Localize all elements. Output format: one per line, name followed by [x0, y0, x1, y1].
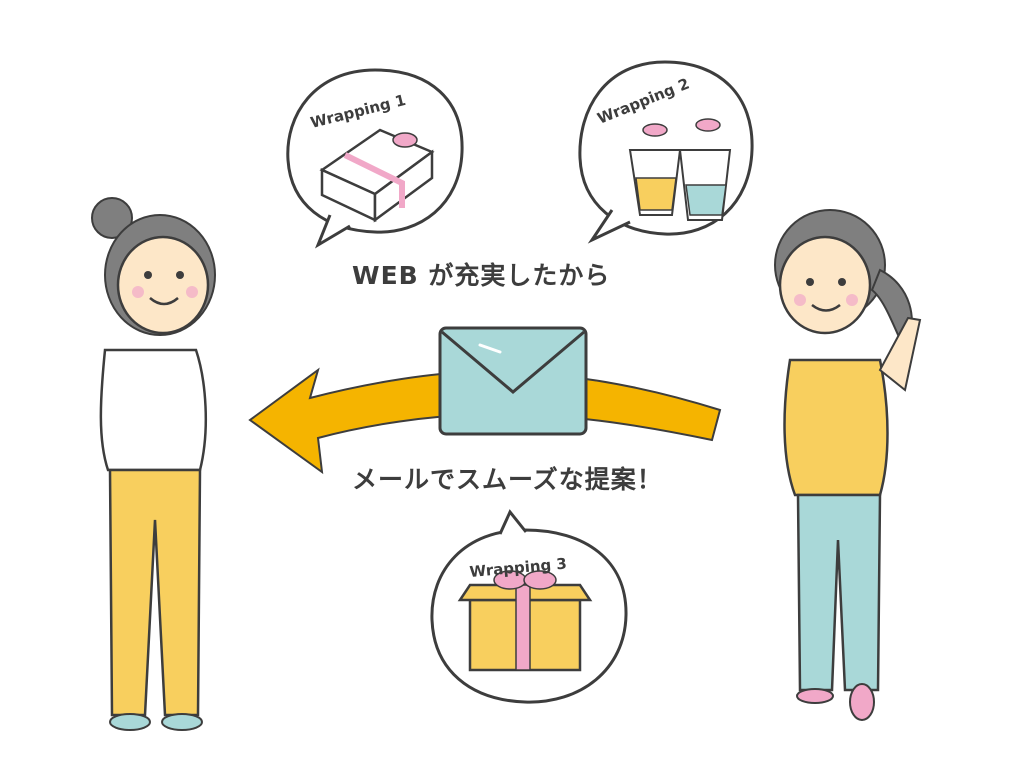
headline-top: WEB が充実したから: [352, 261, 611, 290]
headline-bottom: メールでスムーズな提案！: [352, 465, 663, 494]
envelope-icon: [438, 326, 588, 436]
right-woman-figure: [774, 209, 922, 721]
gift-bags-icon: [628, 118, 732, 221]
speech-bubble-2: [578, 60, 754, 244]
gift-box-icon: [457, 570, 593, 672]
wrapped-box-icon: [319, 128, 435, 223]
left-woman-figure: [91, 197, 216, 731]
speech-bubble-3: [430, 509, 628, 704]
speech-bubble-1: [286, 68, 464, 249]
